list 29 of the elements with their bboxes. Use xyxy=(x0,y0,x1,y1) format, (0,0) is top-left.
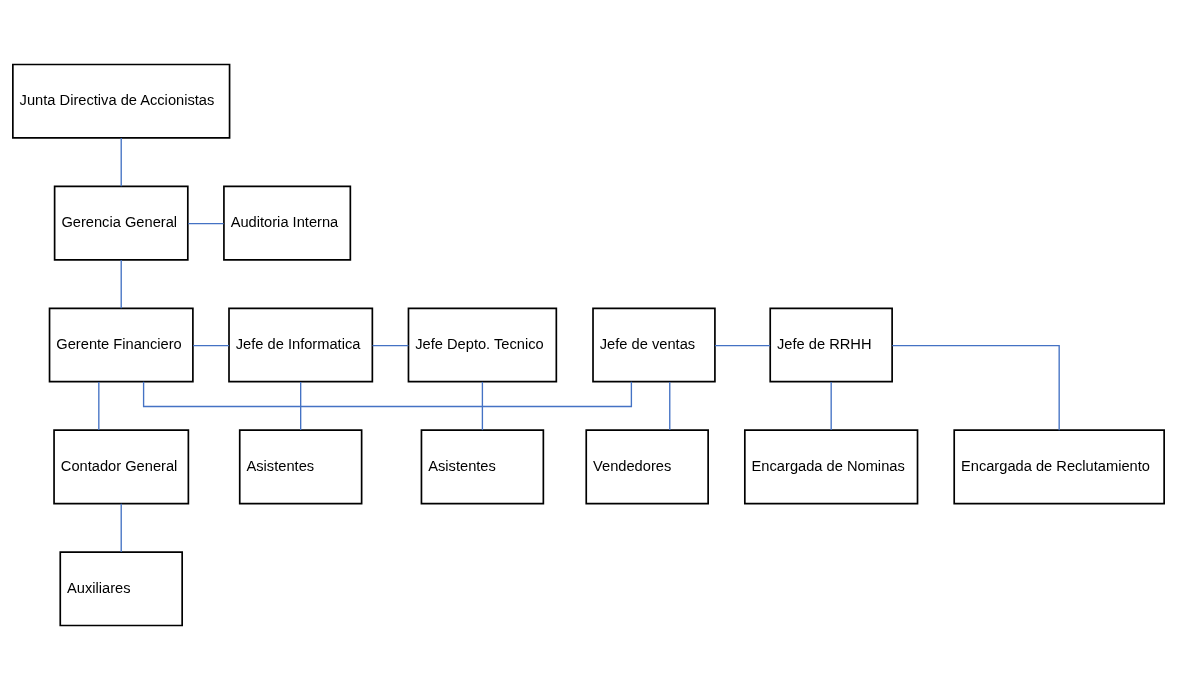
node-box: Jefe de Informatica xyxy=(228,306,374,383)
connector xyxy=(669,380,671,431)
connector xyxy=(142,380,633,407)
node-box: Contador General xyxy=(53,428,190,504)
node-box: Gerencia General xyxy=(53,185,189,261)
node-box: Junta Directiva de Accionistas xyxy=(12,63,231,139)
connector xyxy=(300,380,302,431)
connector xyxy=(371,344,410,346)
node-box: Jefe Depto. Tecnico xyxy=(407,306,558,383)
node-box: Jefe de ventas xyxy=(592,306,716,383)
node-box: Encargada de Reclutamiento xyxy=(953,428,1165,504)
connector xyxy=(830,380,832,431)
connector xyxy=(714,344,771,346)
node-box: Jefe de RRHH xyxy=(769,306,893,383)
connector xyxy=(891,344,1060,431)
connector xyxy=(120,258,122,309)
node-box: Vendedores xyxy=(585,428,709,504)
connector xyxy=(120,502,122,553)
node-box: Gerente Financiero xyxy=(48,306,194,383)
node-box: Asistentes xyxy=(238,428,363,504)
node-box: Auditoria Interna xyxy=(223,185,352,261)
connector xyxy=(192,344,230,346)
node-box: Encargada de Nominas xyxy=(744,428,919,504)
connector xyxy=(481,380,484,431)
connector xyxy=(187,222,225,224)
node-box: Asistentes xyxy=(420,428,545,504)
node-box: Auxiliares xyxy=(59,550,183,626)
connector xyxy=(98,380,100,431)
connector xyxy=(120,136,122,187)
